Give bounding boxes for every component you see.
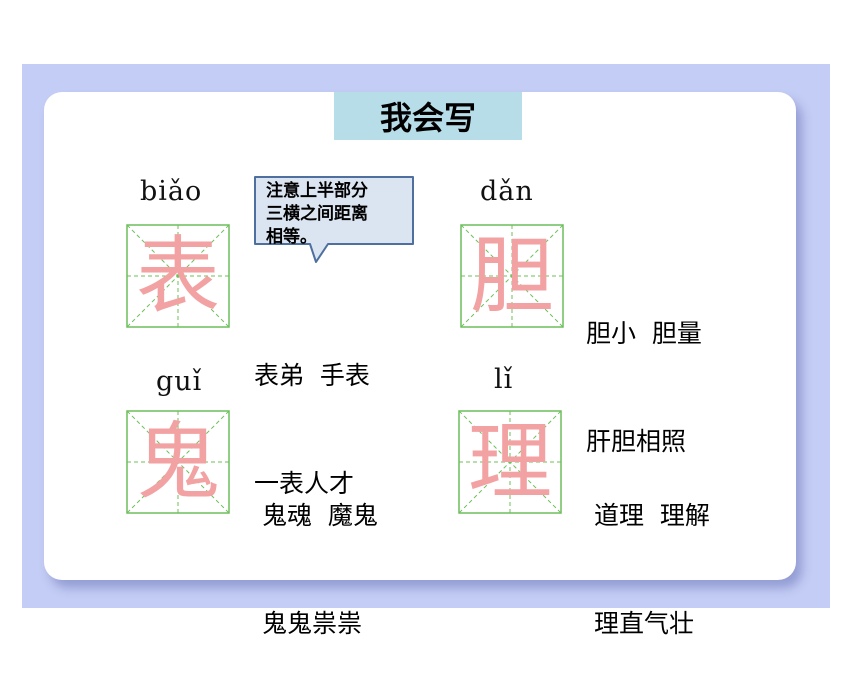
words-dan: 胆小 胆量 肝胆相照 — [586, 244, 702, 496]
callout-line-3: 相等。 — [266, 227, 317, 247]
character-li: 理 — [467, 413, 552, 511]
pinyin-gui: guǐ — [156, 366, 203, 397]
tian-zi-grid — [126, 410, 230, 514]
words-biao-line-2: 一表人才 — [254, 469, 355, 498]
writing-grid-li: 理 — [458, 410, 562, 514]
content-card — [44, 92, 796, 580]
writing-grid-gui: 鬼 — [126, 410, 230, 514]
callout-bubble-shape — [254, 176, 414, 263]
words-li-line-2: 理直气壮 — [594, 609, 695, 638]
tian-zi-grid — [458, 410, 562, 514]
words-gui-line-1: 鬼魂 魔鬼 — [262, 501, 378, 530]
pinyin-dan: dǎn — [480, 176, 534, 207]
words-li-line-1: 道理 理解 — [594, 501, 710, 530]
tip-callout: 注意上半部分 三横之间距离 相等。 — [252, 174, 416, 266]
words-gui: 鬼魂 魔鬼 鬼鬼祟祟 — [262, 426, 378, 678]
tian-zi-grid — [126, 224, 230, 328]
callout-line-1: 注意上半部分 — [266, 181, 368, 201]
words-biao: 表弟 手表 一表人才 — [254, 286, 370, 538]
words-dan-line-2: 肝胆相照 — [586, 427, 687, 456]
writing-grid-biao: 表 — [126, 224, 230, 328]
pinyin-li: lǐ — [494, 364, 514, 395]
character-dan: 胆 — [469, 227, 554, 325]
words-gui-line-2: 鬼鬼祟祟 — [262, 609, 363, 638]
words-biao-line-1: 表弟 手表 — [254, 361, 370, 390]
writing-grid-dan: 胆 — [460, 224, 564, 328]
words-dan-line-1: 胆小 胆量 — [586, 319, 702, 348]
pinyin-biao: biǎo — [140, 176, 203, 207]
character-biao: 表 — [135, 227, 220, 325]
words-li: 道理 理解 理直气壮 — [594, 426, 710, 678]
tian-zi-grid — [460, 224, 564, 328]
page-title: 我会写 — [334, 92, 522, 140]
character-gui: 鬼 — [135, 413, 220, 511]
callout-line-2: 三横之间距离 — [266, 204, 368, 224]
